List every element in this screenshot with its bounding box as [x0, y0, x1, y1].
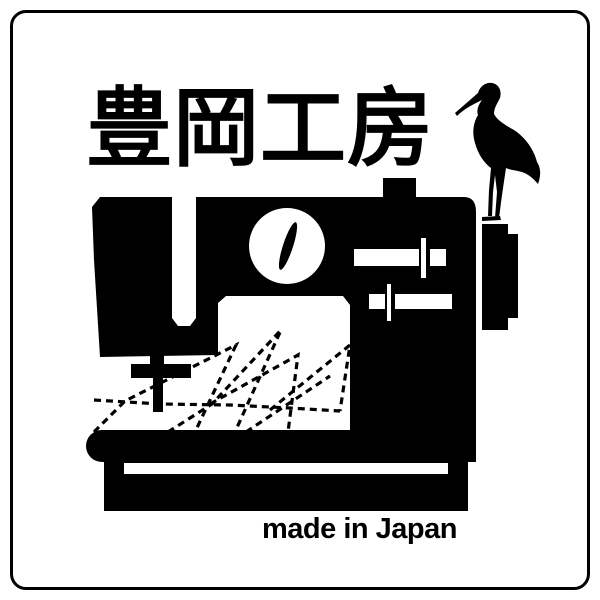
stork-bird-icon [455, 82, 541, 221]
stitch-lines [92, 328, 353, 434]
logo-border-frame [10, 10, 590, 590]
spool-pin [383, 178, 416, 200]
slider-control-lower [369, 284, 452, 321]
hand-wheel [482, 224, 518, 330]
slider-control-upper [354, 238, 446, 278]
machine-bed [86, 430, 476, 462]
needle-bar-slot [172, 197, 196, 326]
base-stripe [124, 463, 448, 474]
made-in-japan-tagline: made in Japan [262, 513, 457, 545]
brand-title: 豊岡工房 [86, 78, 434, 179]
stitch-dial-icon [249, 208, 325, 284]
